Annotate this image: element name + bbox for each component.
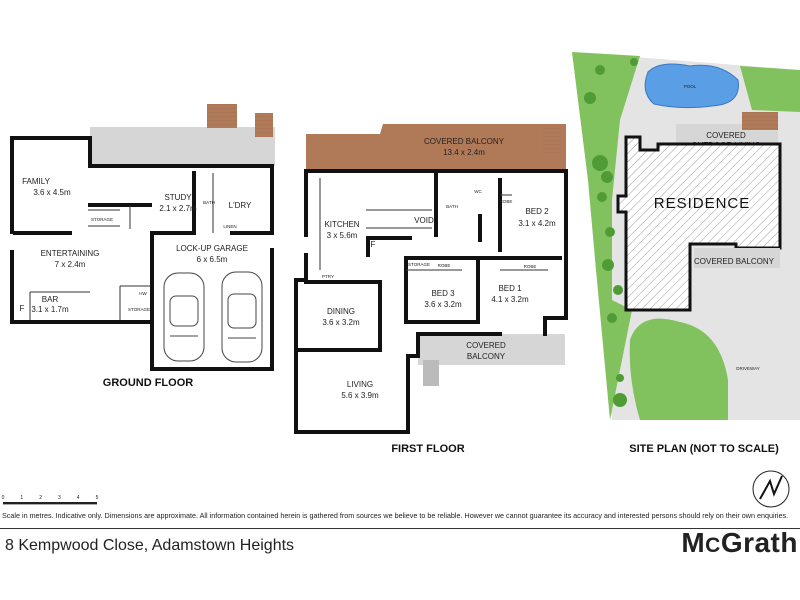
scale-tick: 0 <box>2 495 5 501</box>
property-address: 8 Kempwood Close, Adamstown Heights <box>5 537 295 554</box>
residence-footprint <box>616 135 782 312</box>
ptry-label: PTRY <box>322 274 334 279</box>
linen-label: LINEN <box>223 224 236 229</box>
storage-ground-label: STORAGE <box>91 217 113 222</box>
bath-ground-label: BATH <box>203 200 215 205</box>
driveway-label: DRIVEWAY <box>736 366 760 371</box>
robe-bed3-label: ROBE <box>438 263 451 268</box>
ground-stairs-side <box>255 113 273 137</box>
storage-bar-label: STORAGE <box>128 307 150 312</box>
scale-tick: 4 <box>77 495 80 501</box>
residence-label: RESIDENCE <box>654 195 751 212</box>
f-ground-label: F <box>20 304 25 313</box>
ground-stairs <box>207 104 237 128</box>
grass-left <box>572 52 640 420</box>
covered-outdoor-living-area <box>90 127 275 166</box>
site-stairs <box>742 112 778 130</box>
scale-bar: 0 1 2 3 4 5 <box>2 495 99 505</box>
covered-balcony-site-area <box>694 248 780 268</box>
car-left <box>163 272 205 362</box>
scale-tick: 3 <box>58 495 61 501</box>
site-plan: POOL COVEREDOUTDOOR LIVING RESIDENCE COV… <box>572 52 800 508</box>
pool <box>644 63 739 109</box>
trees <box>584 58 638 407</box>
first-stairs-top <box>543 127 561 153</box>
mcgrath-logo: MCGrath <box>681 527 798 558</box>
scale-tick: 5 <box>96 495 99 501</box>
grass-top-right <box>740 66 800 112</box>
ground-outer-wall <box>10 136 274 235</box>
hw-label: HW <box>139 291 147 296</box>
covered-balcony-top-area <box>306 124 566 169</box>
ldry-label: L'DRY <box>229 201 252 210</box>
covered-balcony-first-area <box>418 334 565 365</box>
void-label: VOID <box>414 216 434 225</box>
car-right <box>221 271 263 363</box>
bath-first-label: BATH <box>446 204 458 209</box>
robe-bed2-label: ROBE <box>500 199 513 204</box>
first-stairs-lower <box>423 360 439 386</box>
first-outer-wall <box>304 169 568 336</box>
robe-bed1-label: ROBE <box>524 264 537 269</box>
lawn-lower <box>629 318 728 420</box>
storage-first-label: STORAGE <box>408 262 430 267</box>
scale-tick: 1 <box>20 495 23 501</box>
site-plan-title: SITE PLAN (NOT TO SCALE) <box>629 443 779 455</box>
covered-balcony-site-label: COVERED BALCONY <box>694 257 775 266</box>
ground-floor-title: GROUND FLOOR <box>103 377 193 389</box>
pool-label: POOL <box>684 84 697 89</box>
f-first-label: F <box>371 240 376 249</box>
divider <box>0 528 800 529</box>
scale-tick: 2 <box>39 495 42 501</box>
disclaimer-text: Scale in metres. Indicative only. Dimens… <box>2 511 789 520</box>
north-arrow-icon <box>752 470 790 508</box>
wc-label: WC <box>474 189 482 194</box>
first-floor-title: FIRST FLOOR <box>391 443 464 455</box>
